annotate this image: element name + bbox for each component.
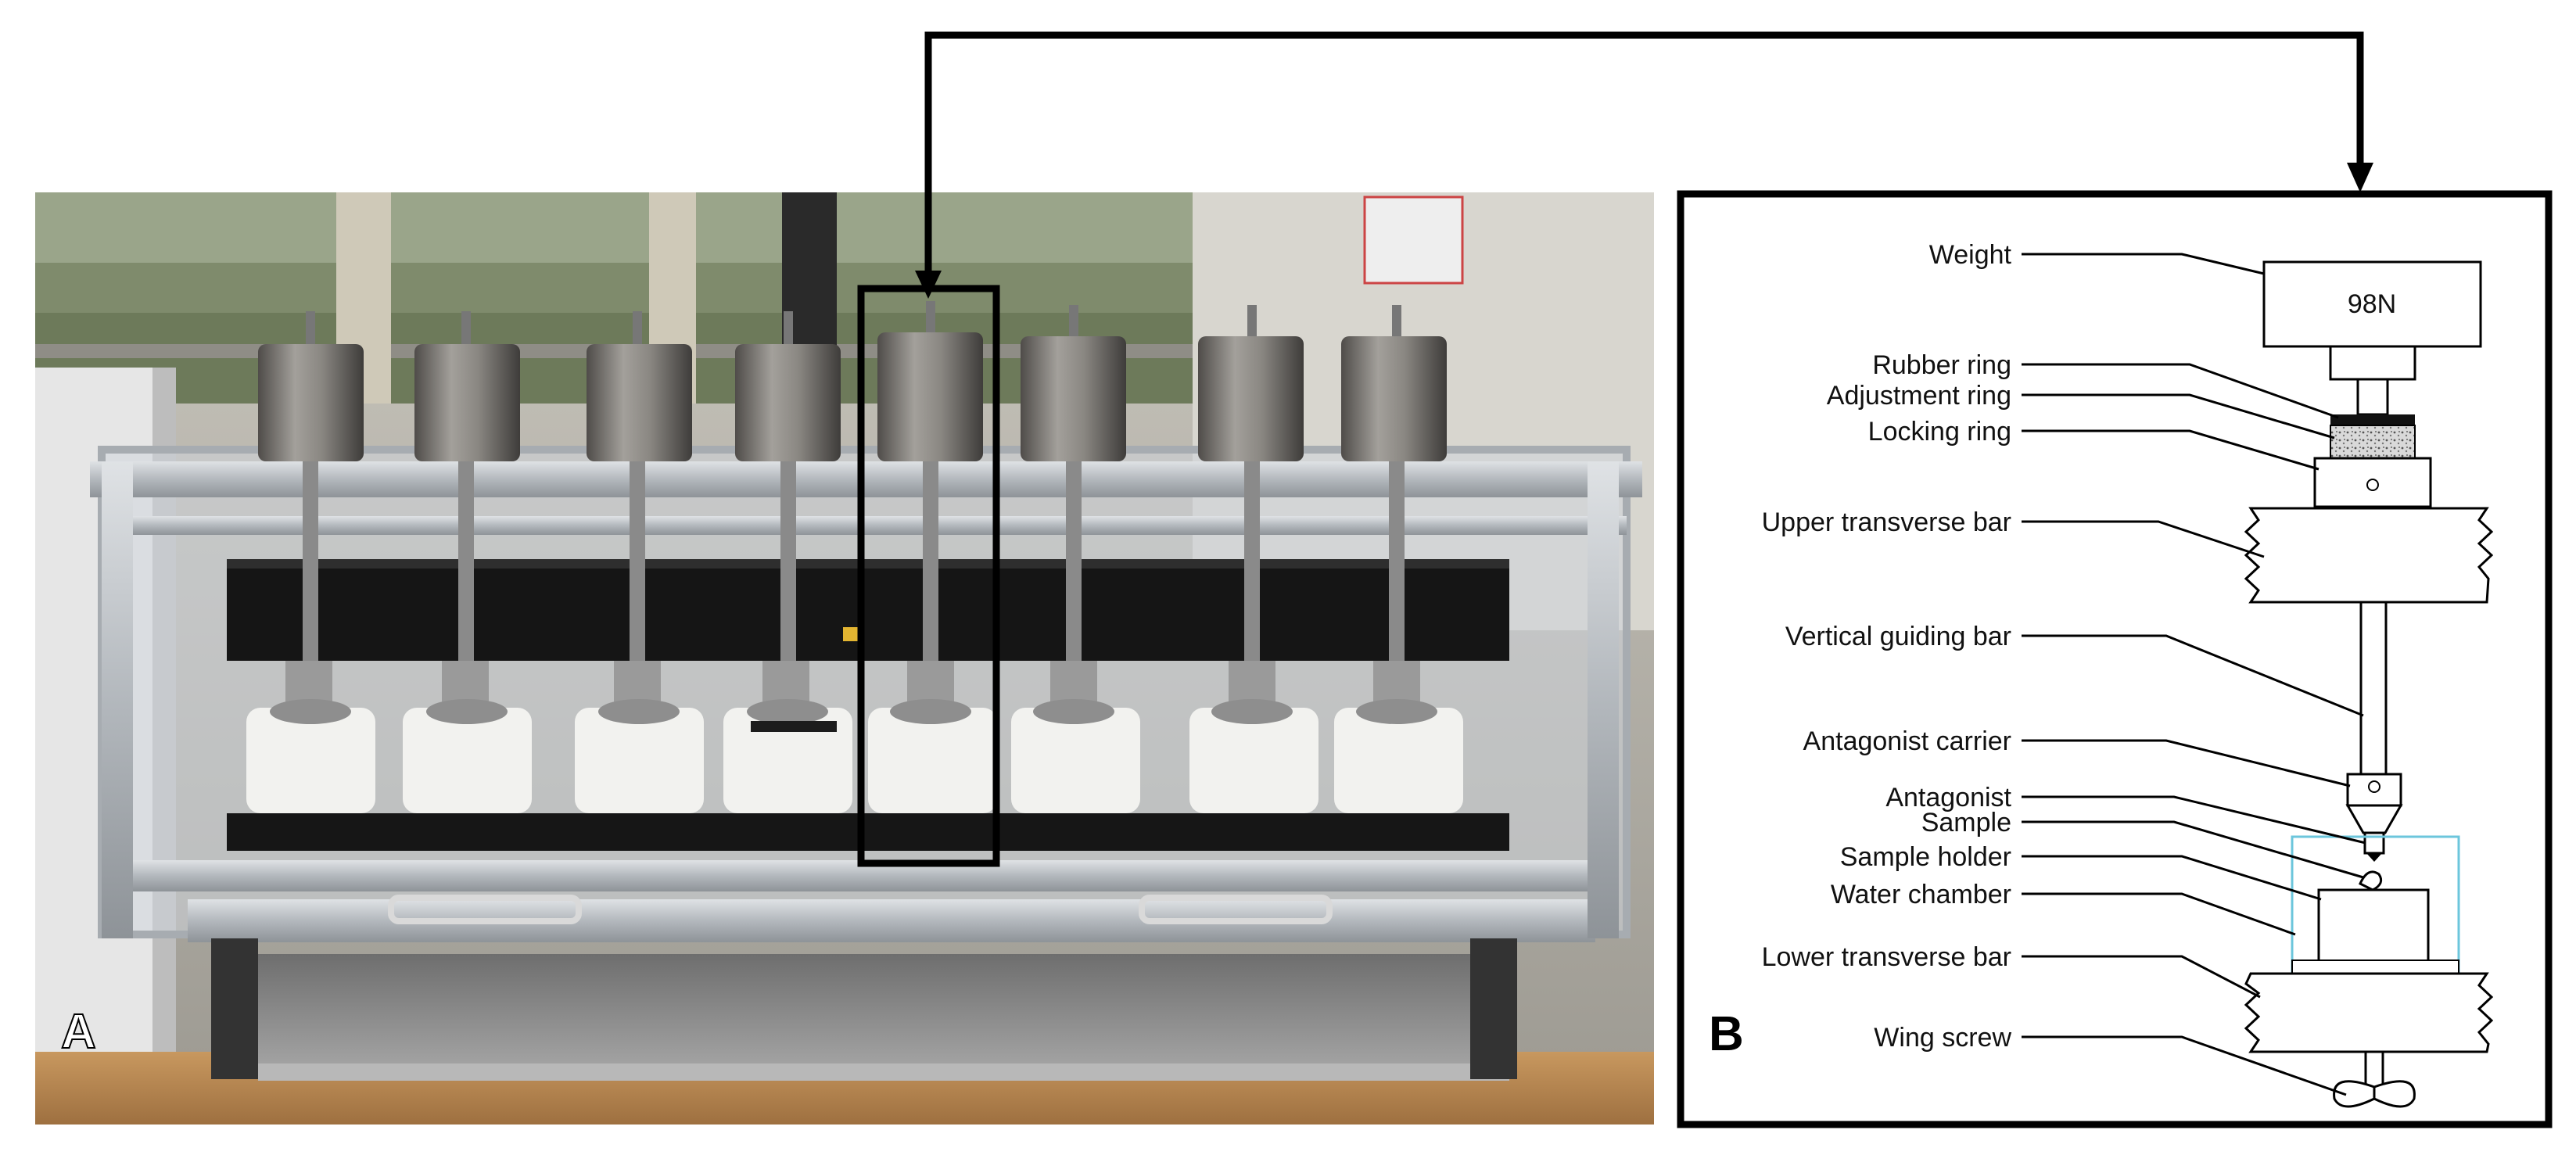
label-lower-transverse-bar: Lower transverse bar <box>1762 942 2011 972</box>
station-8 <box>1334 305 1463 813</box>
lower-transverse-bar <box>2244 972 2494 1053</box>
label-upper-transverse-bar: Upper transverse bar <box>1762 508 2011 537</box>
schematic-labels: Weight Rubber ring Adjustment ring Locki… <box>1762 240 2012 1053</box>
locking-ring <box>2313 457 2432 508</box>
upper-transverse-bar <box>2244 507 2494 604</box>
sample <box>2359 870 2383 891</box>
vertical-guiding-bar <box>2359 601 2388 776</box>
right-angle-arrow-connector-icon <box>915 31 2373 299</box>
upper-transverse-bar-photo <box>227 559 1509 661</box>
photo-panel: A <box>35 192 1654 1125</box>
lower-transverse-bar-photo <box>227 813 1509 851</box>
water-tray <box>258 954 1509 1079</box>
front-handle-left <box>388 895 582 924</box>
schematic-panel: 98N <box>1677 190 2553 1128</box>
adjustment-ring <box>2330 425 2416 459</box>
station-4 <box>723 311 852 813</box>
label-sample: Sample <box>1921 808 2011 838</box>
station-1 <box>246 311 375 813</box>
leader-lines <box>2022 253 2366 1096</box>
wall-poster <box>1363 195 1464 285</box>
antagonist-carrier <box>2346 773 2402 807</box>
station-5 <box>843 301 997 813</box>
label-water-chamber: Water chamber <box>1831 880 2011 909</box>
label-adjustment-ring: Adjustment ring <box>1827 381 2011 411</box>
station-2 <box>403 311 532 813</box>
label-antagonist-carrier: Antagonist carrier <box>1803 726 2011 756</box>
rubber-ring <box>2330 414 2415 425</box>
label-antagonist: Antagonist <box>1885 783 2011 812</box>
label-locking-ring: Locking ring <box>1868 417 2011 447</box>
test-stations <box>246 301 1463 813</box>
label-sample-holder: Sample holder <box>1840 842 2011 872</box>
weight-block <box>2262 260 2482 348</box>
panel-letter-a: A <box>61 1005 96 1059</box>
label-vertical-guiding-bar: Vertical guiding bar <box>1785 622 2011 651</box>
weight-value: 98N <box>2348 289 2396 319</box>
label-wing-screw: Wing screw <box>1874 1023 2011 1053</box>
station-7 <box>1189 305 1318 813</box>
station-3 <box>575 311 704 813</box>
panel-letter-b: B <box>1709 1007 1744 1061</box>
station-6 <box>1011 305 1140 813</box>
label-rubber-ring: Rubber ring <box>1872 350 2011 380</box>
wing-screw <box>2333 1050 2416 1108</box>
front-handle-right <box>1139 895 1333 924</box>
label-weight: Weight <box>1929 240 2012 270</box>
